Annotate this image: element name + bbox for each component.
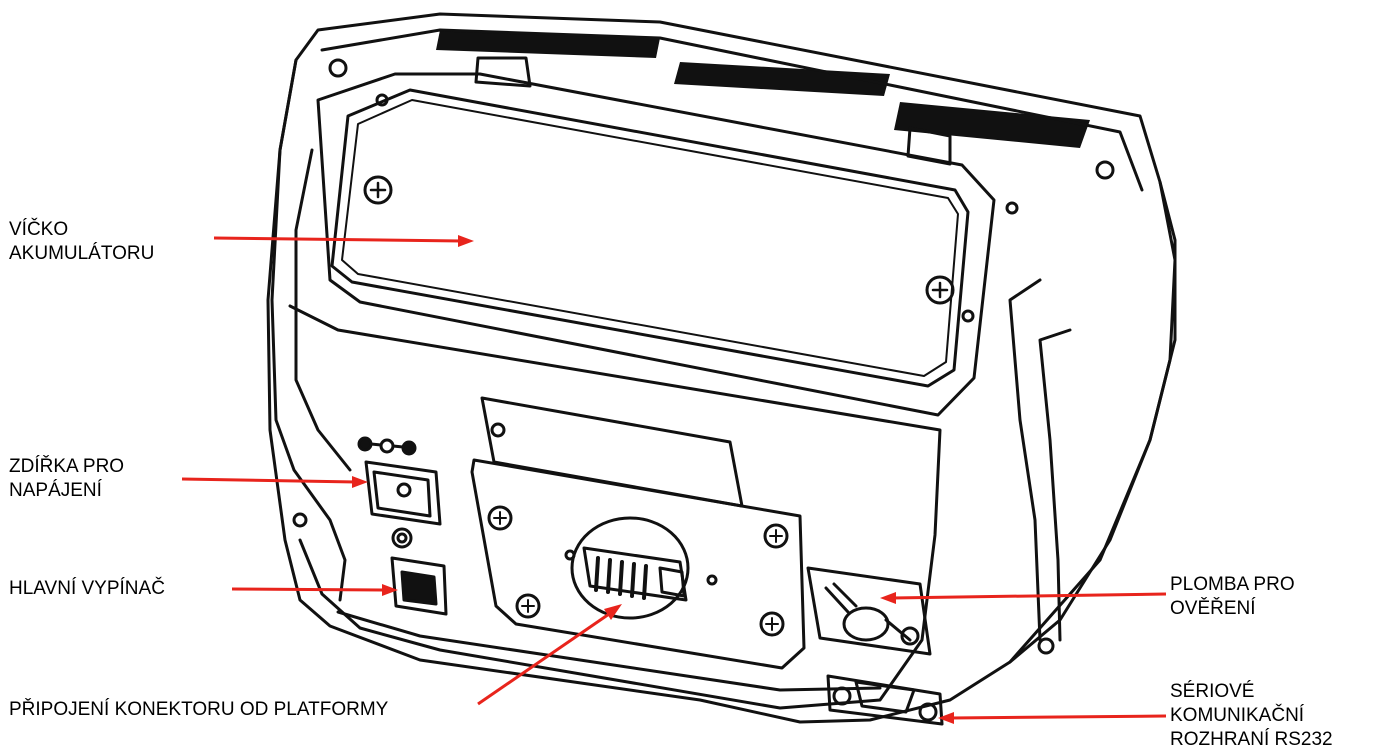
phillips-screw-icon <box>515 593 541 619</box>
mount-hole <box>1005 201 1019 215</box>
label-serial-interface: SÉRIOVÉ KOMUNIKAČNÍ ROZHRANÍ RS232 <box>1170 681 1333 750</box>
power-jack <box>364 460 442 549</box>
lower-panel <box>288 304 942 710</box>
rs232-port <box>826 674 944 726</box>
callout-arrows <box>181 235 1167 724</box>
mount-hole <box>1095 160 1115 180</box>
platform-connector <box>570 516 690 620</box>
mount-hole <box>328 58 348 78</box>
left-handle <box>270 58 347 602</box>
mount-hole <box>292 512 308 528</box>
label-battery-cover: VÍČKO AKUMULÁTORU <box>9 219 155 264</box>
mount-hole <box>1037 637 1055 655</box>
arrow-power-jack <box>181 476 368 488</box>
arrow-main-switch <box>231 584 398 596</box>
label-main-switch: HLAVNÍ VYPÍNAČ <box>9 578 165 599</box>
right-handle <box>1008 180 1177 664</box>
label-power-jack: ZDÍŘKA PRO NAPÁJENÍ <box>9 456 125 501</box>
phillips-screw-icon <box>487 505 513 531</box>
arrow-battery-cover <box>213 235 474 247</box>
arrow-serial-interface <box>938 712 1167 724</box>
battery-cover <box>330 88 970 388</box>
label-verification-seal: PLOMBA PRO OVĚŘENÍ <box>1170 574 1295 619</box>
main-switch <box>390 556 448 616</box>
phillips-screw-icon <box>363 175 393 205</box>
top-rim <box>320 28 1144 192</box>
connector-plate-top <box>480 396 744 508</box>
verification-seal <box>806 566 932 656</box>
battery-cover-frame <box>316 72 996 417</box>
mount-hole <box>961 309 975 323</box>
arrow-platform-connector <box>477 604 622 706</box>
housing-outline <box>266 12 1177 724</box>
phillips-screw-icon <box>763 523 789 549</box>
top-vents <box>436 30 1090 148</box>
phillips-screw-icon <box>925 275 955 305</box>
arrow-verification-seal <box>880 592 1167 604</box>
label-platform-connector: PŘIPOJENÍ KONEKTORU OD PLATFORMY <box>9 699 389 720</box>
dc-polarity-icon <box>357 436 417 456</box>
hinge-tabs <box>474 56 952 166</box>
platform-connector-plate <box>470 458 806 670</box>
phillips-screw-icon <box>759 611 785 637</box>
